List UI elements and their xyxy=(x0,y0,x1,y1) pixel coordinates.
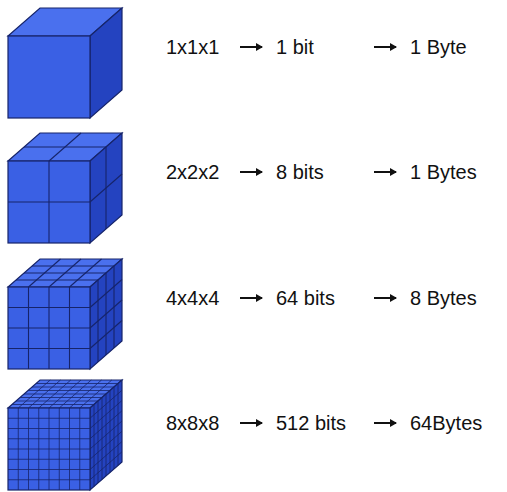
cube-side xyxy=(90,8,122,118)
bit-count-label: 512 bits xyxy=(276,411,346,435)
byte-count-label: 1 Bytes xyxy=(410,160,477,184)
grid-line xyxy=(69,287,70,369)
arrow-symbol xyxy=(240,422,262,424)
grid-line xyxy=(114,387,115,469)
grid-line xyxy=(90,300,122,328)
dimension-label: 8x8x8 xyxy=(166,411,219,435)
grid-line xyxy=(8,479,90,480)
arrow-symbol xyxy=(374,422,396,424)
cube-front xyxy=(8,36,90,118)
dimension-label: 4x4x4 xyxy=(166,286,219,310)
grid-line xyxy=(69,408,70,490)
grid-line xyxy=(28,390,110,391)
arrow-symbol xyxy=(374,171,396,173)
cube-side xyxy=(90,259,122,369)
byte-count-label: 64Bytes xyxy=(410,411,482,435)
bit-cube xyxy=(8,8,122,118)
bit-cube xyxy=(8,380,122,490)
cube-group xyxy=(8,8,122,490)
grid-line xyxy=(24,146,106,147)
cube-side xyxy=(90,380,122,490)
grid-line xyxy=(113,266,114,348)
grid-line xyxy=(8,201,90,202)
cube-front xyxy=(8,161,90,243)
grid-line xyxy=(32,387,114,388)
grid-line xyxy=(59,408,60,490)
grid-line xyxy=(70,259,102,287)
bit-count-label: 64 bits xyxy=(276,286,335,310)
grid-line xyxy=(70,380,102,408)
arrow-symbol xyxy=(240,171,262,173)
grid-line xyxy=(118,384,119,466)
grid-line xyxy=(90,452,122,480)
dimension-label: 1x1x1 xyxy=(166,35,219,59)
dimension-label: 2x2x2 xyxy=(166,160,219,184)
grid-line xyxy=(8,348,90,349)
cube-front xyxy=(8,408,90,490)
grid-line xyxy=(59,380,91,408)
bit-count-label: 1 bit xyxy=(276,35,314,59)
grid-line xyxy=(8,469,90,470)
byte-count-label: 1 Byte xyxy=(410,35,467,59)
grid-line xyxy=(79,408,80,490)
grid-line xyxy=(110,391,111,473)
bit-cube xyxy=(8,133,122,243)
grid-line xyxy=(36,383,118,384)
grid-line xyxy=(8,449,90,450)
arrow-symbol xyxy=(374,297,396,299)
byte-count-label: 8 Bytes xyxy=(410,286,477,310)
grid-line xyxy=(80,380,112,408)
grid-line xyxy=(90,174,122,202)
cube-side xyxy=(90,133,122,243)
grid-line xyxy=(24,394,106,395)
grid-line xyxy=(32,265,114,266)
arrow-symbol xyxy=(240,46,262,48)
arrow-group xyxy=(240,47,396,423)
arrow-symbol xyxy=(374,46,396,48)
cube-front xyxy=(8,287,90,369)
grid-line xyxy=(8,327,90,328)
grid-line xyxy=(24,272,106,273)
bit-count-label: 8 bits xyxy=(276,160,324,184)
bit-cube xyxy=(8,259,122,369)
arrow-symbol xyxy=(240,297,262,299)
grid-line xyxy=(90,321,122,349)
grid-line xyxy=(8,459,90,460)
